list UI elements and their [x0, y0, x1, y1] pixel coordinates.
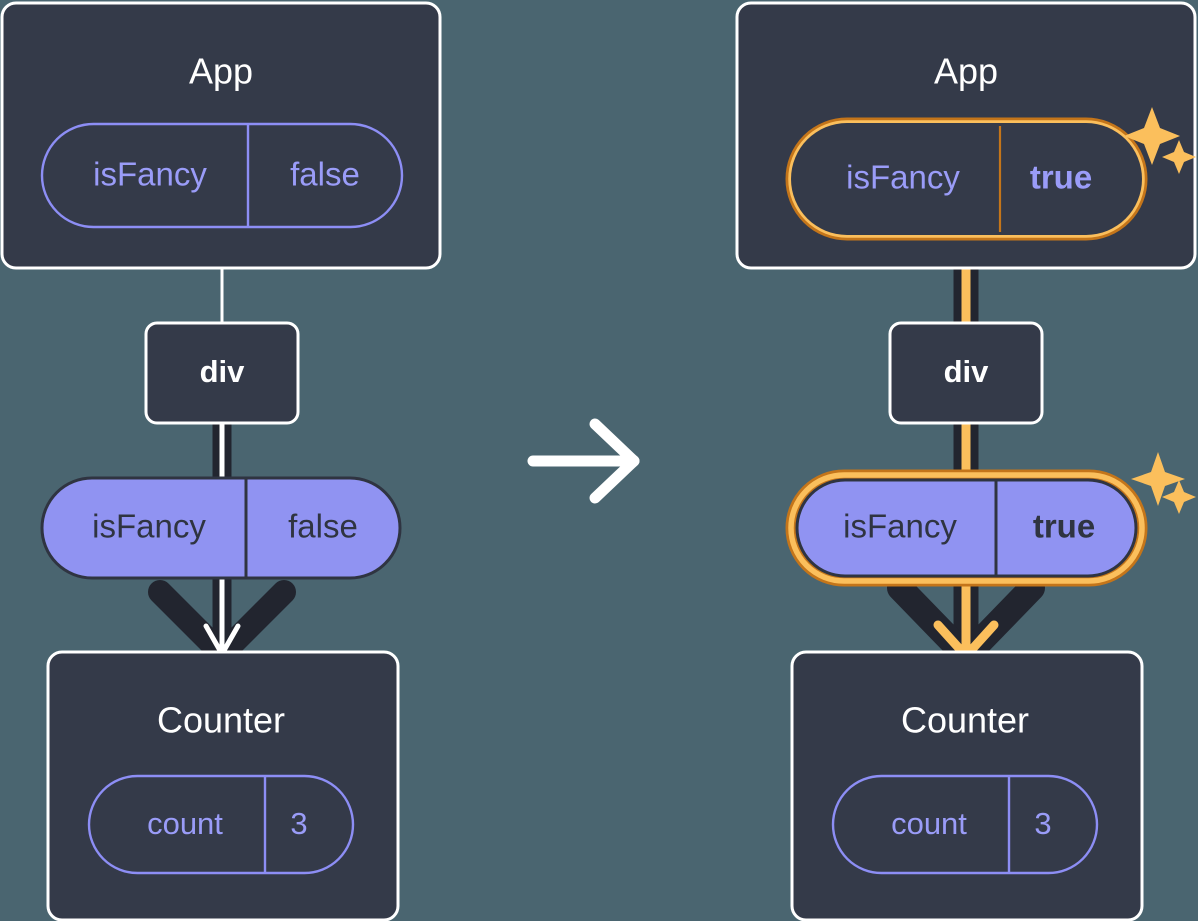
right-counter-state-value: 3	[1034, 806, 1051, 841]
left-div-box[interactable]: div	[144, 321, 300, 425]
right-app-title: App	[934, 51, 998, 92]
left-counter-state-name: count	[147, 806, 223, 841]
right-counter-box[interactable]: Counter	[790, 650, 1144, 921]
right-prop-pill-value: true	[1033, 508, 1095, 545]
left-counter-box[interactable]: Counter	[46, 650, 400, 921]
right-prop-pill-name: isFancy	[843, 508, 957, 545]
sparkle-small-top-icon	[1162, 140, 1196, 174]
left-prop-pill[interactable]: isFancy false	[40, 476, 402, 580]
sparkle-large-top-icon	[1124, 107, 1180, 165]
left-counter-title: Counter	[157, 700, 285, 741]
right-counter-state-pill[interactable]: count 3	[831, 774, 1099, 875]
transition-right-arrow-icon	[527, 418, 640, 504]
right-prop-pill-highlight-inner-ring	[788, 472, 1145, 584]
right-counter-state-name: count	[891, 806, 967, 841]
right-div-box[interactable]: div	[888, 321, 1044, 425]
right-app-prop-pill[interactable]: isFancy true	[785, 117, 1148, 241]
left-app-prop-pill[interactable]: isFancy false	[40, 122, 404, 229]
left-prop-pill-value: false	[288, 508, 358, 545]
right-counter-title: Counter	[901, 700, 1029, 741]
right-div-label: div	[944, 354, 990, 389]
left-app-prop-value: false	[290, 156, 360, 193]
left-counter-state-pill[interactable]: count 3	[87, 774, 355, 875]
right-prop-sparkle-group	[1131, 452, 1196, 514]
sparkle-small-bottom-icon	[1162, 480, 1196, 514]
left-app-box[interactable]: App	[0, 1, 442, 270]
left-prop-pill-name: isFancy	[92, 508, 206, 545]
right-prop-pill[interactable]: isFancy true	[785, 469, 1148, 587]
left-app-title: App	[189, 51, 253, 92]
right-app-prop-value: true	[1030, 159, 1092, 196]
left-app-prop-name: isFancy	[93, 156, 207, 193]
left-counter-state-value: 3	[290, 806, 307, 841]
right-app-prop-name: isFancy	[846, 159, 960, 196]
right-app-sparkle-group	[1124, 107, 1196, 174]
sparkle-large-bottom-icon	[1131, 452, 1185, 506]
left-div-label: div	[200, 354, 246, 389]
